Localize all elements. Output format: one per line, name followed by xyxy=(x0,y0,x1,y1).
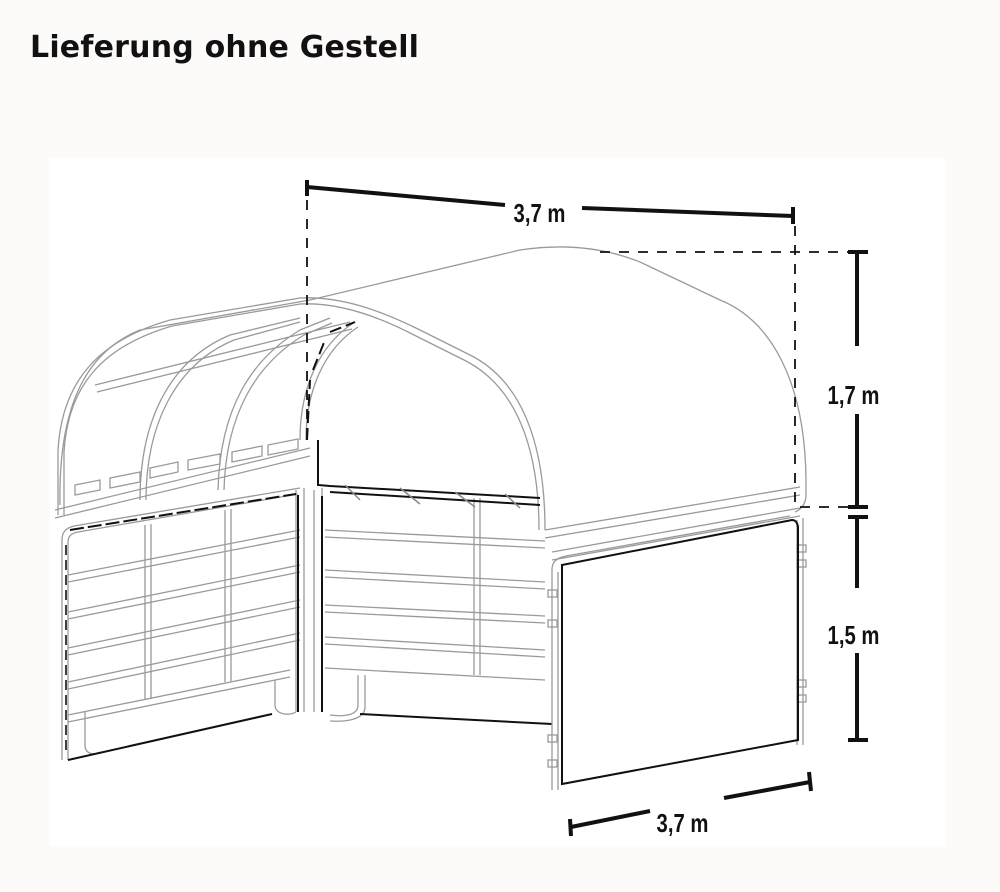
rear-wall-ties xyxy=(344,484,521,509)
dimension-label-bottom-depth: 3,7 m xyxy=(655,808,710,838)
canopy-roof xyxy=(54,246,807,561)
rear-wall-panel xyxy=(324,498,546,722)
page-title: Lieferung ohne Gestell xyxy=(30,30,420,65)
right-wall-panel xyxy=(547,515,807,790)
dimension-label-roof-height: 1,7 m xyxy=(826,380,881,410)
dimension-wall-height xyxy=(848,515,868,742)
dimension-label-wall-height: 1,5 m xyxy=(826,620,881,650)
dimension-top-width xyxy=(305,180,796,505)
dimension-bottom-depth xyxy=(568,771,813,837)
dimension-roof-height xyxy=(600,250,868,509)
left-wall-panel xyxy=(61,487,323,760)
dimension-label-top-width: 3,7 m xyxy=(512,198,567,228)
rear-wall-tarp-edge xyxy=(306,321,553,725)
right-wall-tarp-edge xyxy=(561,518,799,786)
left-wall-tarp-edge xyxy=(65,493,299,761)
